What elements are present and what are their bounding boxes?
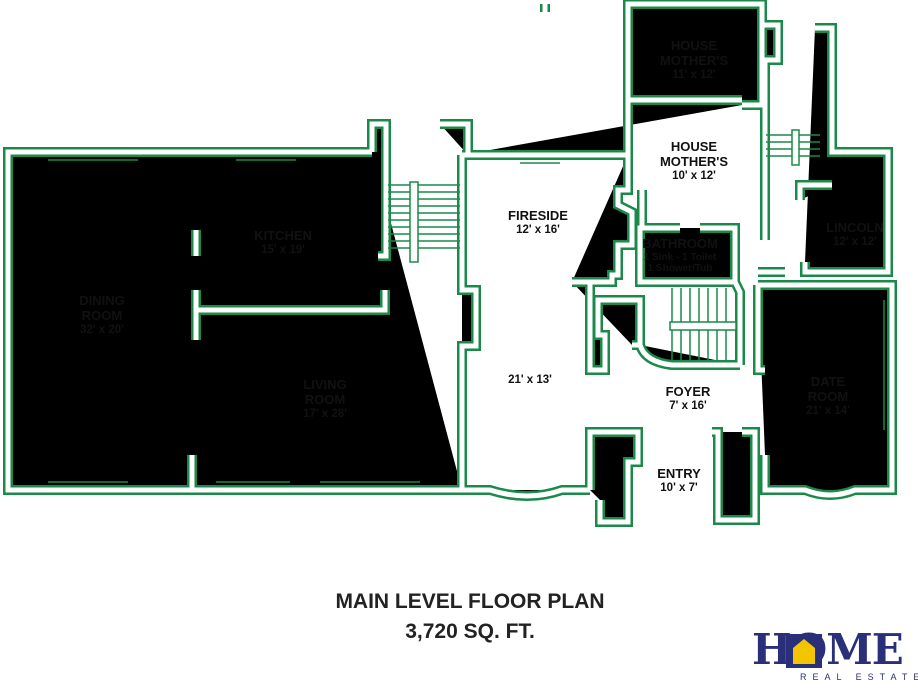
room-bathroom: BATHROOM 1 Sink - 1 Toilet 1 Shower/Tub — [642, 236, 718, 275]
room-lincoln: LINCOLN 12' x 12' — [826, 220, 884, 249]
room-name: MOTHER'S — [659, 52, 729, 68]
logo-subtext: REAL ESTATE — [800, 672, 918, 682]
room-dims: 21' x 14' — [806, 404, 850, 417]
upper-stairs — [766, 129, 820, 166]
room-dims: 15' x 19' — [261, 243, 305, 256]
room-fireside: FIRESIDE 12' x 16' — [508, 208, 568, 237]
room-date-room: DATE ROOM 21' x 14' — [806, 374, 850, 418]
room-name: DATE — [810, 374, 846, 389]
room-dims: 32' x 20' — [80, 323, 124, 336]
room-dims: 10' x 12' — [672, 169, 716, 182]
room-dims: 17' x 28' — [303, 407, 347, 420]
room-living: LIVING ROOM 17' x 28' — [303, 377, 347, 421]
room-name: ENTRY — [657, 466, 701, 481]
room-dims: 12' x 12' — [833, 235, 877, 248]
room-detail: 1 Shower/Tub — [647, 263, 713, 275]
room-foyer: FOYER 7' x 16' — [665, 384, 711, 413]
room-name: HOUSE — [670, 38, 718, 53]
room-dims: 11' x 12' — [672, 68, 716, 81]
foyer-stairs — [669, 288, 737, 362]
windows — [48, 159, 885, 483]
room-name: ROOM — [81, 307, 123, 323]
outer-wall-left — [8, 152, 462, 490]
room-dims: 10' x 7' — [660, 481, 698, 494]
room-detail: 1 Sink - 1 Toilet — [643, 251, 717, 263]
room-dims: 21' x 13' — [508, 374, 552, 386]
room-name: LIVING — [303, 377, 347, 392]
room-name: BATHROOM — [642, 236, 718, 251]
room-name: HOUSE — [670, 139, 718, 154]
bathroom-walls — [640, 228, 735, 282]
home-real-estate-logo: HOME REAL ESTATE — [752, 628, 918, 682]
room-house-mothers-1: HOUSE MOTHER'S 11' x 12' — [659, 38, 729, 82]
room-name: LINCOLN — [826, 220, 884, 235]
date-room-walls — [758, 285, 892, 495]
lincoln-outer — [805, 28, 888, 272]
room-hall: 21' x 13' — [508, 374, 552, 387]
fireside-west-wall — [462, 155, 476, 490]
room-dims: 12' x 16' — [516, 223, 560, 236]
kitchen-stairs — [388, 181, 460, 263]
room-kitchen: KITCHEN 15' x 19' — [254, 228, 312, 257]
stair-wall-right — [440, 124, 468, 155]
plan-title: MAIN LEVEL FLOOR PLAN — [335, 590, 605, 613]
room-name: ROOM — [304, 391, 346, 407]
room-entry: ENTRY 10' x 7' — [657, 466, 701, 495]
home-logo-house-icon — [786, 634, 822, 668]
fireside-north-wall — [462, 4, 762, 155]
room-name: ROOM — [807, 388, 849, 404]
room-dining: DINING ROOM 32' x 20' — [79, 293, 125, 337]
room-name: DINING — [79, 293, 125, 308]
room-name: FIRESIDE — [508, 208, 568, 223]
room-name: FOYER — [665, 384, 711, 399]
room-name: KITCHEN — [254, 228, 312, 243]
room-name: MOTHER'S — [659, 153, 729, 169]
logo-text: HOME — [752, 625, 904, 674]
plan-area: 3,720 SQ. FT. — [405, 620, 535, 643]
room-dims: 7' x 16' — [669, 399, 707, 412]
room-house-mothers-2: HOUSE MOTHER'S 10' x 12' — [659, 139, 729, 183]
